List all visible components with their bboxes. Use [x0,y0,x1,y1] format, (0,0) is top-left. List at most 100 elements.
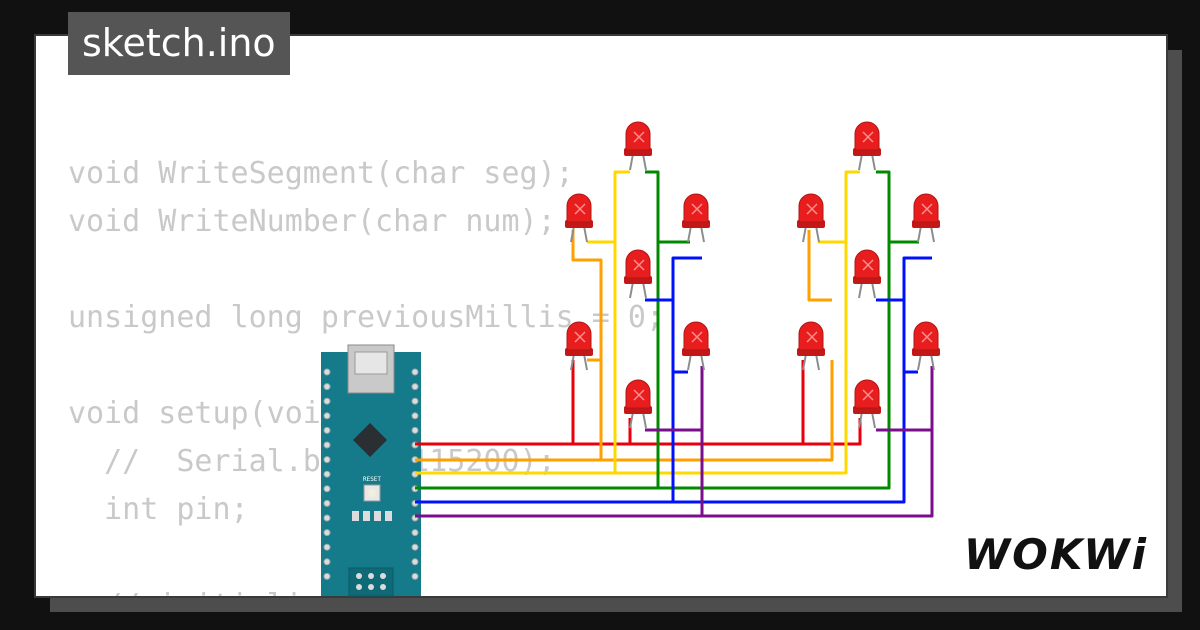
led-leg [871,281,876,299]
led-leg [629,411,634,429]
pin [411,412,419,420]
led-leg [687,353,692,371]
pin [411,558,419,566]
led-highlight [806,331,818,343]
led-leg [930,225,935,243]
pin [323,529,331,537]
led [565,193,593,243]
microcontroller-chip [353,423,387,457]
led [853,249,881,299]
pin [323,397,331,405]
led [682,321,710,371]
led-leg [570,225,575,243]
led-leg [802,225,807,243]
led [912,193,940,243]
pin [323,426,331,434]
led-highlight [862,389,874,401]
led [797,321,825,371]
led [565,321,593,371]
pin [323,558,331,566]
icsp-pin [368,573,374,579]
wire [415,230,834,462]
pin [411,572,419,580]
led-highlight [921,331,933,343]
pin [323,514,331,522]
led-leg [917,353,922,371]
led-leg [583,353,588,371]
usb-port [354,351,388,375]
led-highlight [691,203,703,215]
smd-led [374,511,381,521]
icsp-pin [356,584,362,590]
led-leg [930,353,935,371]
pin [411,368,419,376]
led [853,379,881,429]
led-highlight [862,259,874,271]
led-leg [871,153,876,171]
led-highlight [574,203,586,215]
file-tab[interactable]: sketch.ino [68,12,290,75]
led-highlight [921,203,933,215]
smd-led [363,511,370,521]
wire [415,170,919,490]
pin [411,397,419,405]
led-leg [858,153,863,171]
icsp-pin [380,573,386,579]
led-leg [858,411,863,429]
led-highlight [691,331,703,343]
wire [415,360,862,446]
pin [323,441,331,449]
code-line: int pin; [68,492,249,527]
pin [411,383,419,391]
icsp-pin [380,584,386,590]
wire [415,170,860,475]
pin [323,368,331,376]
wires [415,170,934,518]
pin [323,485,331,493]
led-leg [629,281,634,299]
pin [323,470,331,478]
leds [565,121,940,429]
wire [415,366,934,518]
led-highlight [633,259,645,271]
smd-led [385,511,392,521]
led-leg [642,281,647,299]
led-highlight [633,131,645,143]
led-highlight [862,131,874,143]
pin [323,383,331,391]
pin [323,572,331,580]
code-line: // initialize... [68,582,664,596]
led-leg [700,353,705,371]
icsp-header [348,567,394,597]
reset-button-cap [368,489,376,497]
led-leg [802,353,807,371]
pin [411,426,419,434]
left-pin-header [323,368,331,580]
led [853,121,881,171]
icsp-pin [368,584,374,590]
led-highlight [806,203,818,215]
led [624,249,652,299]
smd-led [352,511,359,521]
led-leg [871,411,876,429]
pin [323,499,331,507]
wire [415,256,932,504]
reset-label: RESET [363,476,381,483]
led [624,121,652,171]
led-highlight [633,389,645,401]
pin [411,529,419,537]
arduino-nano-board[interactable]: RESET [321,344,421,597]
led-leg [570,353,575,371]
led [912,321,940,371]
code-line: void WriteNumber(char num); [68,204,556,239]
pin [323,543,331,551]
code-line: void WriteSegment(char seg); [68,156,574,191]
wokwi-logo: WOKWi [963,530,1148,579]
led-leg [917,225,922,243]
led-leg [642,411,647,429]
led-leg [629,153,634,171]
led-leg [583,225,588,243]
led-leg [700,225,705,243]
led [624,379,652,429]
